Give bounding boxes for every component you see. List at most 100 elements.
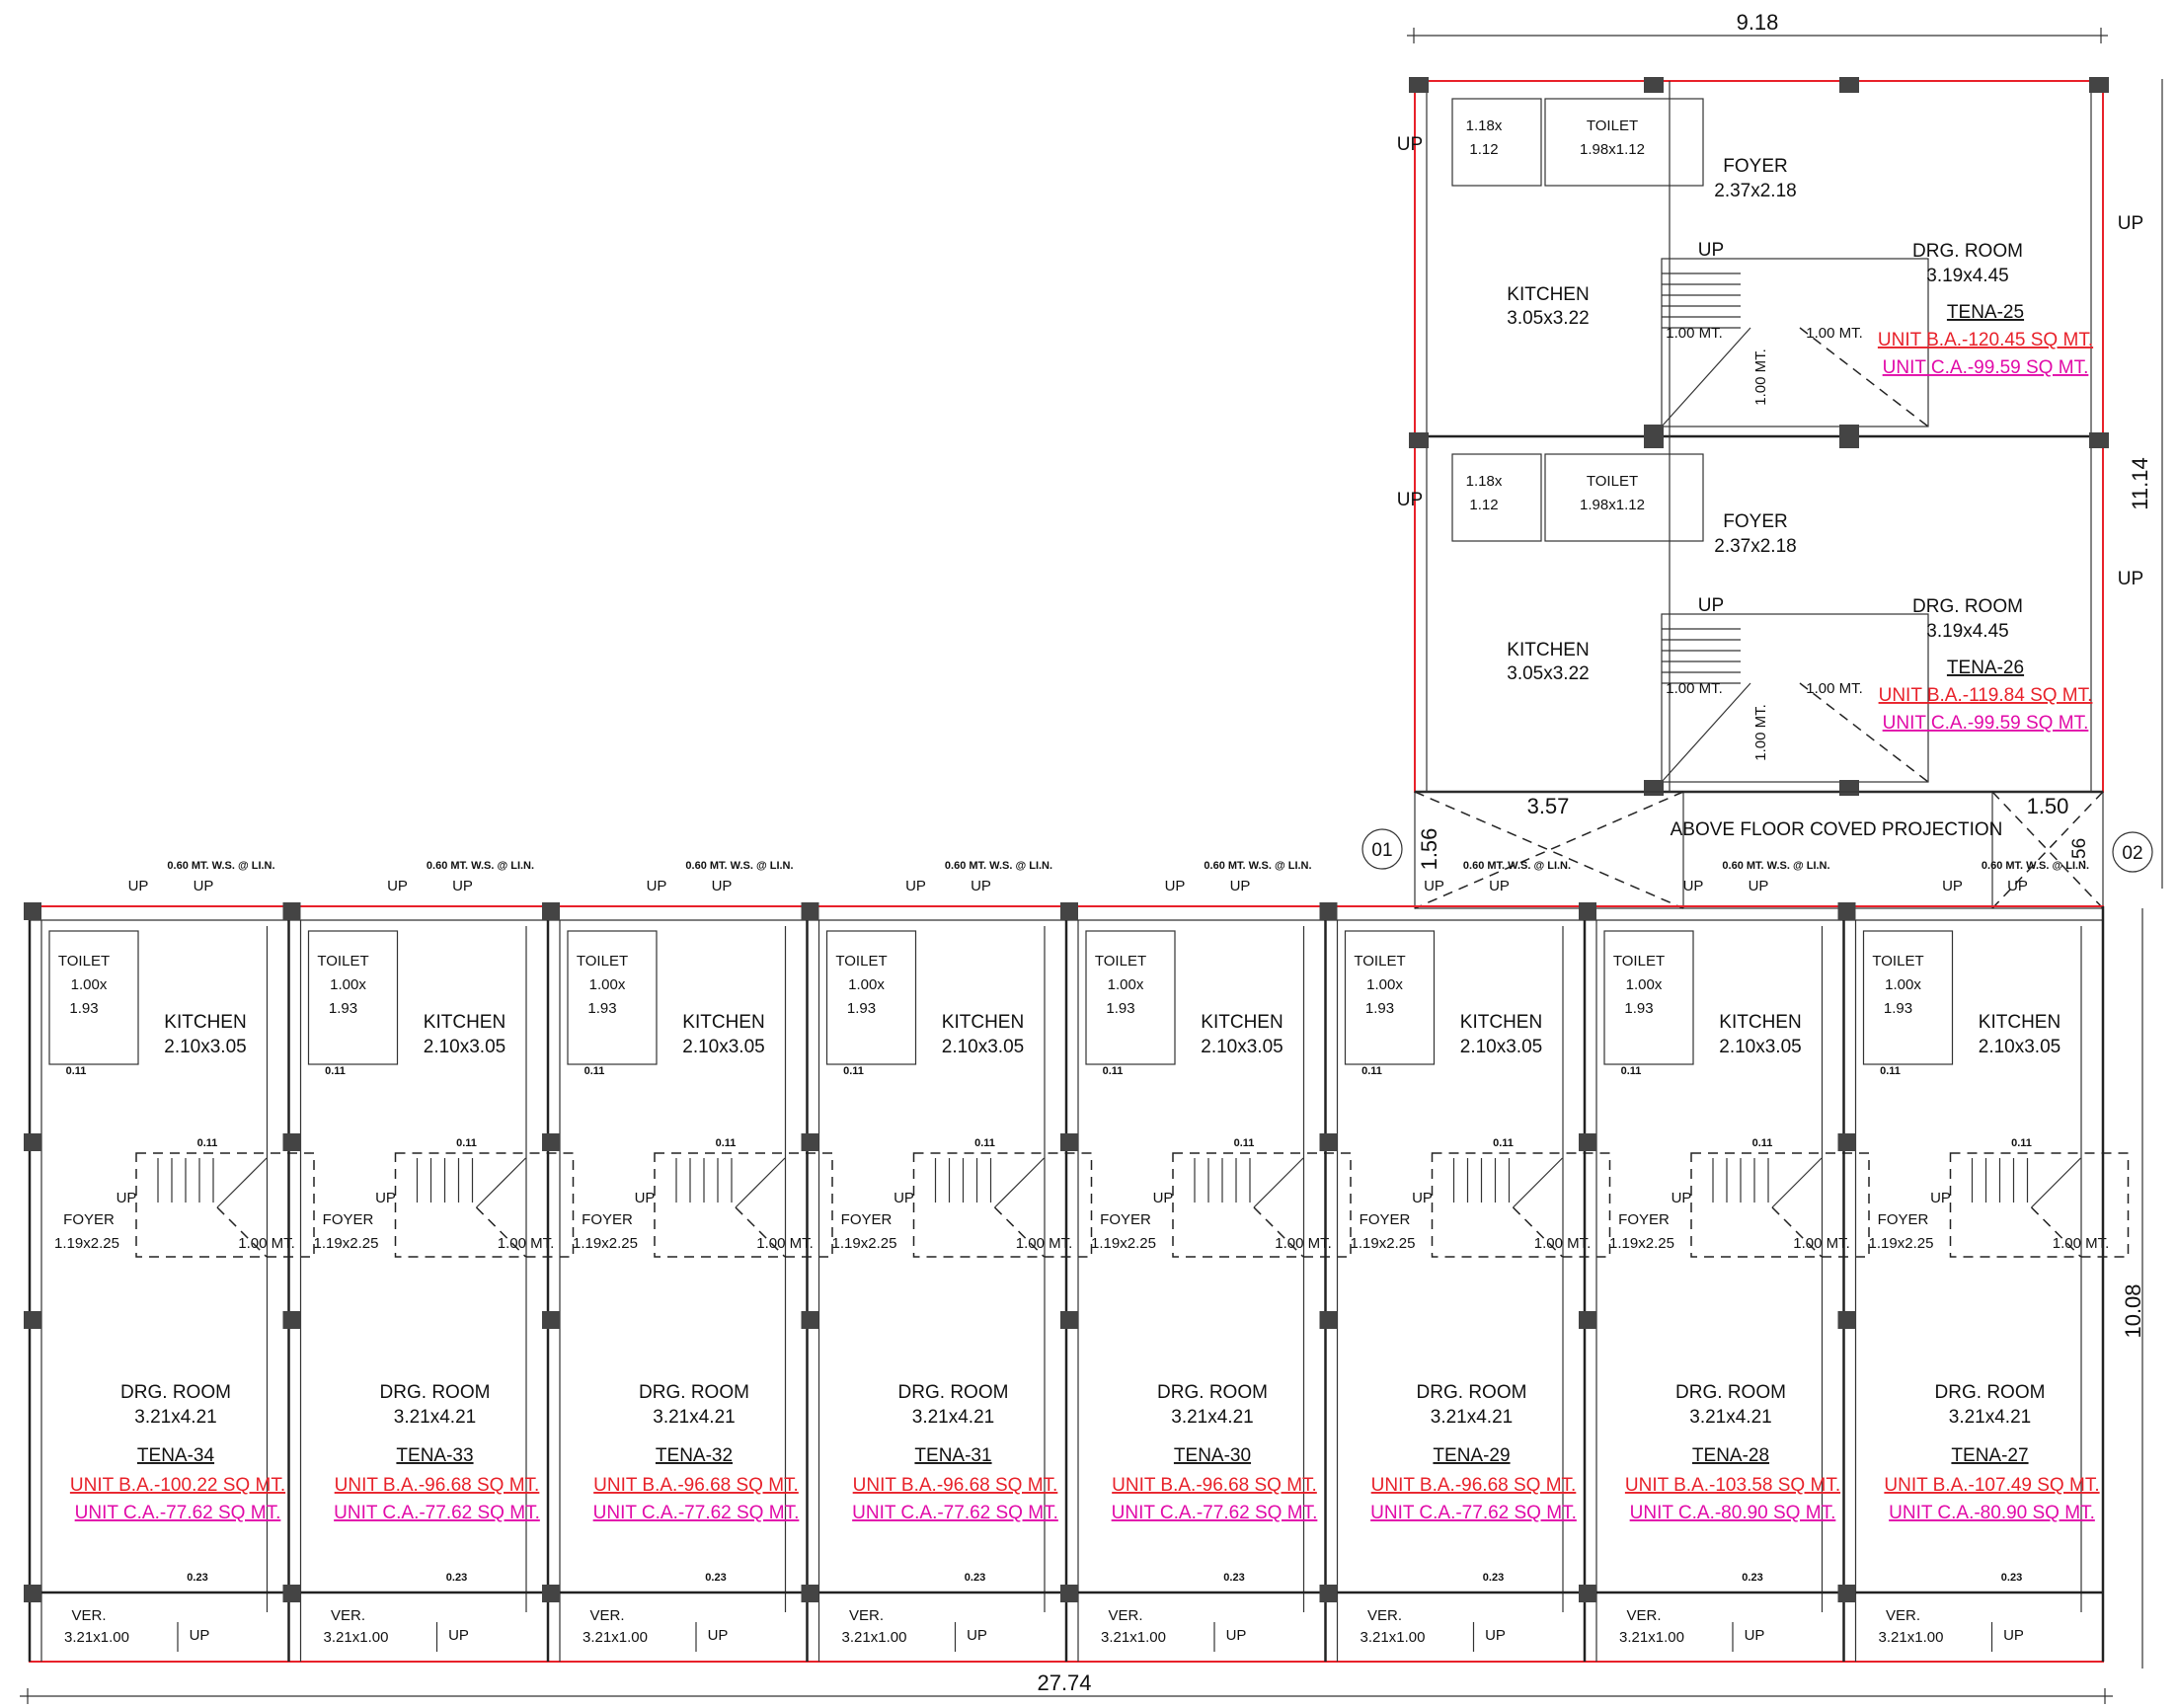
- verandah-label: VER.: [1626, 1607, 1661, 1624]
- kitchen-label: KITCHEN: [1507, 284, 1589, 305]
- verandah-label: VER.: [1108, 1607, 1142, 1624]
- stair-dim-label: 1.00 MT.: [1752, 704, 1769, 761]
- unit-built-area: UNIT B.A.-119.84 SQ MT.: [1879, 685, 2093, 706]
- proj-depth-dim: 1.56: [1417, 828, 1441, 871]
- kitchen-label: KITCHEN: [942, 1012, 1024, 1033]
- small-room-label: 1.18x: [1466, 473, 1503, 490]
- dimension-top: 9.18: [1407, 10, 2108, 43]
- stair-dim-label: 1.00 MT.: [1806, 680, 1863, 697]
- up-label: UP: [971, 878, 991, 894]
- unit-built-area: UNIT B.A.-96.68 SQ MT.: [335, 1475, 540, 1496]
- window-note: 0.60 MT. W.S. @ LI.N.: [945, 860, 1052, 872]
- wall-thickness: 0.11: [456, 1137, 477, 1149]
- toilet-size: 1.98x1.12: [1580, 141, 1645, 158]
- up-label: UP: [2007, 878, 2028, 894]
- up-label: UP: [2003, 1627, 2024, 1644]
- drg-room-size: 3.21x4.21: [134, 1407, 216, 1428]
- unit-carpet-area: UNIT C.A.-77.62 SQ MT.: [1370, 1503, 1577, 1523]
- drg-room-label: DRG. ROOM: [898, 1382, 1009, 1403]
- verandah-size: 3.21x1.00: [842, 1629, 907, 1646]
- foyer-size: 2.37x2.18: [1714, 181, 1796, 201]
- drg-room-size: 3.21x4.21: [912, 1407, 994, 1428]
- wall-thickness: 0.23: [446, 1572, 467, 1584]
- kitchen-size: 2.10x3.05: [424, 1037, 505, 1057]
- foyer-size: 2.37x2.18: [1714, 536, 1796, 557]
- toilet-label: TOILET: [1613, 953, 1665, 970]
- tenement-label: TENA-27: [1951, 1445, 2028, 1466]
- verandah-size: 3.21x1.00: [324, 1629, 389, 1646]
- toilet-size: 1.93: [1884, 1000, 1912, 1017]
- bottom-unit: TOILET1.00x1.93KITCHEN2.10x3.05FOYER1.19…: [24, 860, 315, 1662]
- up-label: UP: [128, 878, 149, 894]
- verandah-label: VER.: [331, 1607, 365, 1624]
- up-label: UP: [894, 1190, 914, 1206]
- wall-thickness: 0.11: [1621, 1065, 1642, 1077]
- verandah-size: 3.21x1.00: [1879, 1629, 1944, 1646]
- verandah-label: VER.: [849, 1607, 884, 1624]
- up-label: UP: [1412, 1190, 1433, 1206]
- tenement-label: TENA-26: [1947, 658, 2024, 678]
- kitchen-label: KITCHEN: [1979, 1012, 2060, 1033]
- verandah-size: 3.21x1.00: [64, 1629, 129, 1646]
- foyer-label: FOYER: [323, 1211, 374, 1228]
- unit-carpet-area: UNIT C.A.-77.62 SQ MT.: [1112, 1503, 1318, 1523]
- bottom-unit: TOILET1.00x1.93KITCHEN2.10x3.05FOYER1.19…: [282, 860, 575, 1662]
- bottom-unit: TOILET1.00x1.93KITCHEN2.10x3.05FOYER1.19…: [542, 860, 833, 1662]
- foyer-size: 1.19x2.25: [1609, 1235, 1674, 1252]
- wall-thickness: 0.11: [1493, 1137, 1514, 1149]
- stair-dim-label: 1.00 MT.: [238, 1235, 295, 1252]
- dimension-bottom: 27.74: [20, 1670, 2113, 1704]
- top-unit: 1.18x1.12TOILET1.98x1.12FOYER2.37x2.18KI…: [1397, 432, 2143, 796]
- small-room-size: 1.12: [1469, 141, 1498, 158]
- kitchen-label: KITCHEN: [1719, 1012, 1801, 1033]
- drg-room-label: DRG. ROOM: [120, 1382, 231, 1403]
- kitchen-size: 2.10x3.05: [682, 1037, 764, 1057]
- verandah-label: VER.: [1886, 1607, 1920, 1624]
- up-label: UP: [194, 878, 214, 894]
- wall-thickness: 0.11: [1752, 1137, 1773, 1149]
- grid-marker-02: 02: [2112, 831, 2153, 873]
- up-label: UP: [967, 1627, 987, 1644]
- foyer-size: 1.19x2.25: [1869, 1235, 1934, 1252]
- kitchen-size: 2.10x3.05: [164, 1037, 246, 1057]
- toilet-size: 1.00x: [1108, 976, 1144, 993]
- kitchen-label: KITCHEN: [1507, 640, 1589, 660]
- up-label: UP: [1698, 240, 1724, 261]
- unit-carpet-area: UNIT C.A.-77.62 SQ MT.: [852, 1503, 1058, 1523]
- stair-dim-label: 1.00 MT.: [2053, 1235, 2110, 1252]
- window-note: 0.60 MT. W.S. @ LI.N.: [685, 860, 793, 872]
- toilet-size: 1.00x: [330, 976, 366, 993]
- grid-marker-01: 01: [1361, 828, 1403, 870]
- toilet-label: TOILET: [1872, 953, 1923, 970]
- up-label: UP: [1226, 1627, 1247, 1644]
- toilet-size: 1.00x: [1626, 976, 1663, 993]
- drg-room-label: DRG. ROOM: [1157, 1382, 1268, 1403]
- kitchen-label: KITCHEN: [164, 1012, 246, 1033]
- toilet-label: TOILET: [58, 953, 110, 970]
- stair-dim-label: 1.00 MT.: [1666, 680, 1723, 697]
- wall-thickness: 0.11: [1103, 1065, 1124, 1077]
- drg-room-size: 3.21x4.21: [1171, 1407, 1253, 1428]
- unit-built-area: UNIT B.A.-96.68 SQ MT.: [1112, 1475, 1317, 1496]
- stair-dim-label: 1.00 MT.: [1016, 1235, 1073, 1252]
- wall-thickness: 0.11: [584, 1065, 605, 1077]
- up-label: UP: [712, 878, 733, 894]
- up-label: UP: [647, 878, 667, 894]
- toilet-size: 1.00x: [1366, 976, 1403, 993]
- bottom-unit: TOILET1.00x1.93KITCHEN2.10x3.05FOYER1.19…: [1319, 860, 1611, 1662]
- foyer-label: FOYER: [841, 1211, 893, 1228]
- tenement-label: TENA-28: [1692, 1445, 1769, 1466]
- verandah-label: VER.: [1367, 1607, 1402, 1624]
- dim-top-height: 11.14: [2128, 457, 2152, 509]
- tenement-label: TENA-34: [137, 1445, 215, 1466]
- foyer-label: FOYER: [582, 1211, 633, 1228]
- verandah-label: VER.: [589, 1607, 624, 1624]
- up-label: UP: [708, 1627, 729, 1644]
- dim-top-width: 9.18: [1737, 10, 1779, 35]
- proj-depth-right-dim: .56: [2069, 838, 2090, 864]
- up-label: UP: [375, 1190, 396, 1206]
- unit-carpet-area: UNIT C.A.-80.90 SQ MT.: [1889, 1503, 2095, 1523]
- up-label: UP: [2118, 213, 2143, 234]
